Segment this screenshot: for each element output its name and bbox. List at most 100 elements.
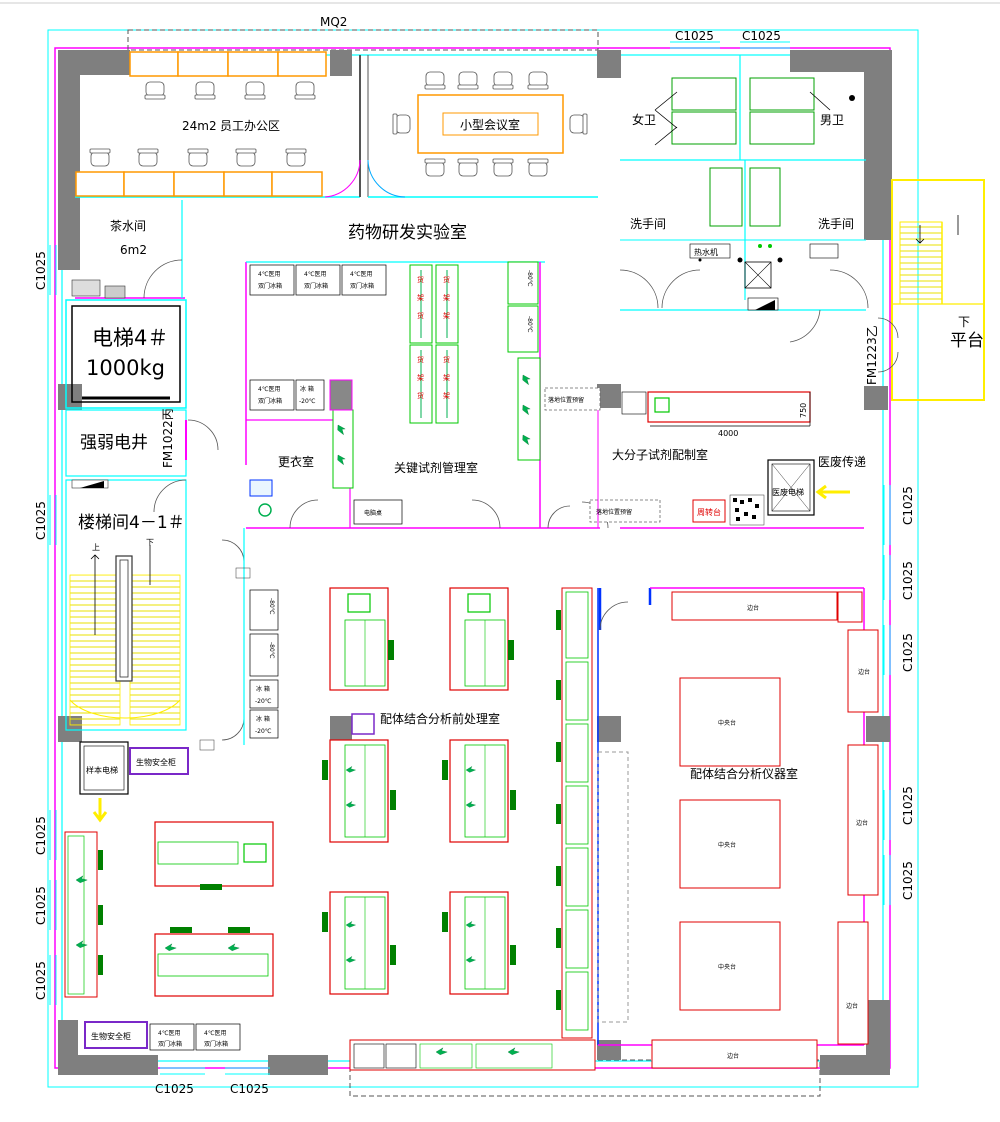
svg-text:货: 货 bbox=[417, 355, 424, 364]
room-wash: 洗手间 bbox=[630, 217, 666, 231]
freezer-80-label: -80℃ bbox=[268, 642, 275, 659]
freezer-label: 冰 箱 bbox=[256, 685, 270, 693]
window-label: C1025 bbox=[34, 251, 48, 290]
room-area: 24m2 bbox=[182, 119, 217, 133]
window-label: C1025 bbox=[742, 29, 781, 43]
svg-text:架: 架 bbox=[443, 294, 450, 302]
waste-lift-label: 医废电梯 bbox=[772, 487, 804, 497]
freezer-80-label: -80℃ bbox=[526, 270, 533, 287]
freezer-label: 冰 箱 bbox=[256, 715, 270, 723]
stair-down: 下 bbox=[146, 538, 154, 547]
window-label: C1025 bbox=[230, 1082, 269, 1096]
fridge-label: 双门冰箱 bbox=[350, 282, 374, 290]
svg-text:货: 货 bbox=[417, 275, 424, 284]
freezer-80-label: -80℃ bbox=[268, 598, 275, 615]
room-waste: 医废传递 bbox=[818, 454, 866, 469]
window-label: C1025 bbox=[34, 886, 48, 925]
partition-wall bbox=[349, 587, 865, 1071]
service-core bbox=[65, 200, 219, 731]
office-zone bbox=[75, 51, 598, 198]
room-shaft: 强弱电井 bbox=[80, 433, 148, 453]
platform-label: 平台 bbox=[950, 331, 984, 351]
restroom-zone bbox=[619, 55, 869, 343]
fridge-label: 4℃医用 bbox=[158, 1030, 181, 1037]
svg-text:架: 架 bbox=[417, 294, 424, 302]
reserved-label: 落地位置预留 bbox=[548, 396, 584, 404]
room-tea-area: 6m2 bbox=[120, 243, 147, 257]
side-table-label: 边台 bbox=[727, 1052, 739, 1060]
fridge-label: 双门冰箱 bbox=[204, 1040, 228, 1048]
window-label: C1025 bbox=[901, 561, 915, 600]
window-label: C1025 bbox=[34, 816, 48, 855]
svg-text:架: 架 bbox=[443, 312, 450, 320]
room-reagent: 关键试剂管理室 bbox=[394, 460, 478, 475]
top-window-label: MQ2 bbox=[320, 15, 347, 29]
room-male-wc: 男卫 bbox=[820, 113, 844, 127]
window-label: C1025 bbox=[155, 1082, 194, 1096]
window-label: C1025 bbox=[901, 486, 915, 525]
stair-up: 上 bbox=[92, 543, 100, 552]
corridor bbox=[199, 261, 609, 751]
fire-door-label: FM1223乙 bbox=[865, 325, 879, 385]
shaft-door-label: FM1022丙 bbox=[161, 408, 175, 468]
room-macro: 大分子试剂配制室 bbox=[612, 447, 708, 462]
freezer-80-label: -80℃ bbox=[526, 316, 533, 333]
sample-lift-label: 样本电梯 bbox=[86, 765, 118, 775]
window-label: C1025 bbox=[901, 786, 915, 825]
elevator-label: 电梯4＃ bbox=[92, 326, 168, 350]
freezer-temp: -20℃ bbox=[299, 398, 316, 405]
svg-text:货: 货 bbox=[417, 311, 424, 320]
instrument-furniture bbox=[651, 591, 879, 1069]
fridge-label: 4℃医用 bbox=[350, 271, 373, 278]
window-label: C1025 bbox=[675, 29, 714, 43]
reagent-room-furniture: 货架货架 货架 货架货架 货架 bbox=[249, 261, 541, 525]
room-instrument: 配体结合分析仪器室 bbox=[690, 766, 798, 781]
center-table-label: 中央台 bbox=[718, 719, 736, 727]
fridge-label: 4℃医用 bbox=[258, 271, 281, 278]
bio-cabinet-label: 生物安全柜 bbox=[136, 757, 176, 767]
dim-width: 4000 bbox=[718, 429, 738, 438]
side-table-label: 边台 bbox=[747, 604, 759, 612]
side-table-label: 边台 bbox=[858, 668, 870, 676]
plan-title: 药物研发实验室 bbox=[348, 223, 467, 243]
room-stair: 楼梯间4－1＃ bbox=[78, 513, 185, 533]
side-table-label: 边台 bbox=[846, 1002, 858, 1010]
transfer-label: 周转台 bbox=[697, 507, 721, 517]
svg-text:货: 货 bbox=[443, 355, 450, 364]
room-female-wc: 女卫 bbox=[632, 112, 656, 127]
bio-cabinet-label: 生物安全柜 bbox=[91, 1031, 131, 1041]
fridge-label: 4℃医用 bbox=[204, 1030, 227, 1037]
fridge-label: 4℃医用 bbox=[304, 271, 327, 278]
room-office: 员工办公区 bbox=[220, 118, 280, 133]
window-label: C1025 bbox=[901, 861, 915, 900]
freezer-temp: -20℃ bbox=[255, 728, 272, 735]
svg-text:货: 货 bbox=[417, 391, 424, 400]
outer-walls bbox=[47, 29, 919, 1097]
svg-text:货: 货 bbox=[443, 275, 450, 284]
macro-room-furniture bbox=[544, 387, 864, 529]
reserved-label: 落地位置预留 bbox=[596, 508, 632, 516]
cabinet-label: 电脑桌 bbox=[364, 509, 382, 517]
elevator-capacity: 1000kg bbox=[86, 356, 165, 380]
dim-depth: 750 bbox=[799, 403, 808, 418]
window-marks bbox=[49, 41, 891, 1075]
freezer-temp: -20℃ bbox=[255, 698, 272, 705]
side-table-label: 边台 bbox=[856, 819, 868, 827]
pretreat-furniture bbox=[64, 587, 516, 1051]
room-meeting: 小型会议室 bbox=[460, 117, 520, 132]
fridge-label: 双门冰箱 bbox=[304, 282, 328, 290]
labels: MQ2 C1025 C1025 C1025 C1025 C1025 C1025 … bbox=[34, 15, 984, 1096]
fridge-label: 双门冰箱 bbox=[158, 1040, 182, 1048]
window-label: C1025 bbox=[34, 961, 48, 1000]
window-label: C1025 bbox=[901, 633, 915, 672]
platform-stair bbox=[877, 179, 985, 401]
center-table-label: 中央台 bbox=[718, 841, 736, 849]
room-wash: 洗手间 bbox=[818, 217, 854, 231]
svg-text:架: 架 bbox=[443, 392, 450, 400]
platform-down: 下 bbox=[958, 315, 970, 329]
fridge-label: 4℃医用 bbox=[258, 386, 281, 393]
svg-text:架: 架 bbox=[443, 374, 450, 382]
freezer-label: 冰 箱 bbox=[300, 385, 314, 393]
water-heater-label: 热水机 bbox=[694, 247, 718, 257]
